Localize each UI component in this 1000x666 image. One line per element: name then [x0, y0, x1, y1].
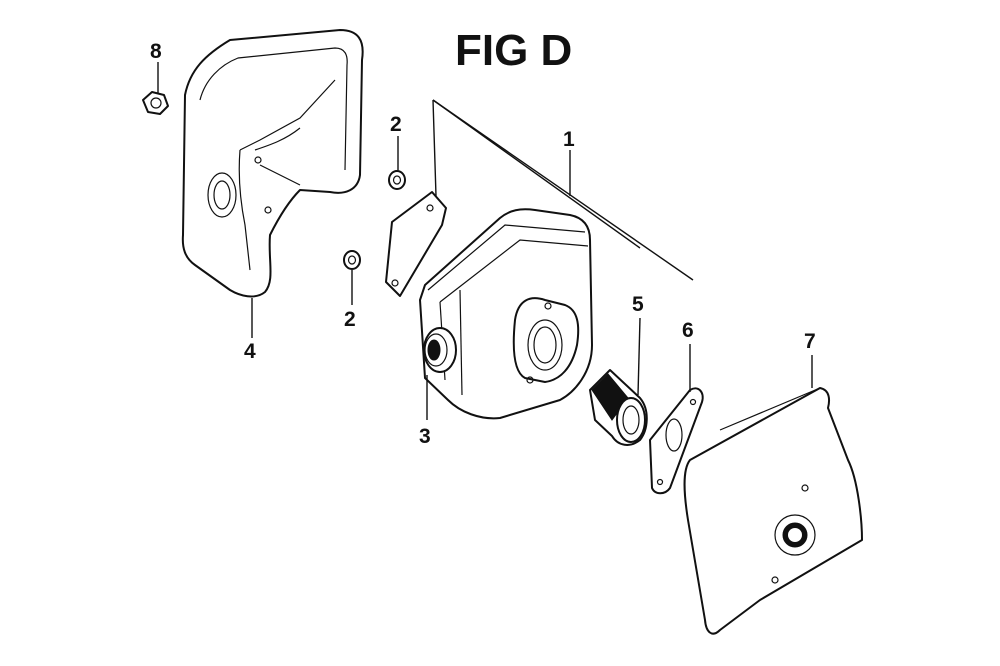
part-4-muffler-protector	[181, 29, 364, 298]
callout-2-upper: 2	[390, 113, 402, 136]
callout-5: 5	[632, 293, 644, 316]
part-8-nut	[142, 91, 169, 115]
part-2-washer-lower	[343, 250, 361, 270]
callout-2-lower: 2	[344, 308, 356, 331]
part-1-muffler-body	[419, 208, 593, 420]
part-6-gasket	[649, 387, 704, 495]
callout-1: 1	[563, 128, 575, 151]
part-2-washer-upper	[388, 170, 406, 190]
leader-5	[637, 317, 641, 396]
callout-7: 7	[804, 330, 816, 353]
part-1-mounting-plate	[385, 191, 447, 297]
assembly-1-bracket	[432, 99, 694, 281]
part-3-outlet-screen	[423, 327, 457, 373]
callout-4: 4	[244, 340, 256, 363]
part-5-spark-arrester	[589, 369, 648, 446]
callout-6: 6	[682, 319, 694, 342]
callout-8: 8	[150, 40, 162, 63]
figure-title: FIG D	[455, 26, 572, 75]
callout-3: 3	[419, 425, 431, 448]
part-7-heat-plate	[683, 387, 863, 635]
